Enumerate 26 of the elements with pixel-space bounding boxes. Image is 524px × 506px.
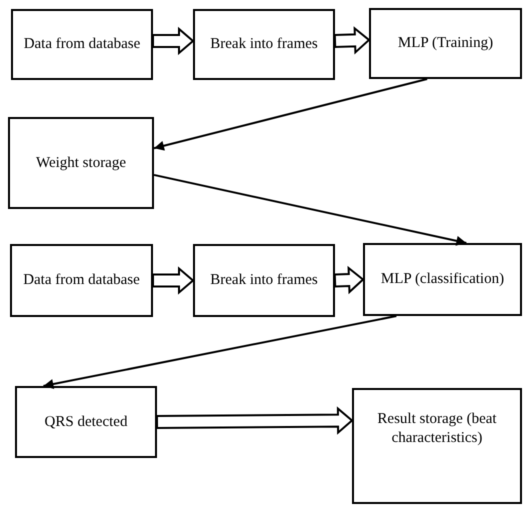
box-label: Break into frames [209, 271, 319, 290]
arrow [334, 266, 365, 294]
box-label: Data from database [22, 271, 141, 290]
arrow [152, 26, 195, 56]
arrow [154, 174, 467, 246]
arrow [152, 266, 195, 295]
process-box [10, 244, 153, 317]
process-box [352, 388, 522, 504]
process-box [15, 386, 157, 458]
box-label: QRS detected [44, 412, 128, 432]
process-box [369, 8, 522, 79]
process-box [11, 9, 153, 80]
arrow [334, 26, 371, 55]
process-box [8, 117, 154, 209]
box-label: Break into frames [209, 35, 319, 54]
box-label: Data from database [22, 35, 142, 54]
box-label: Result storage (beat characteristics) [376, 410, 498, 448]
arrow [156, 406, 354, 435]
arrow [154, 78, 428, 151]
box-label: MLP (Training) [396, 34, 494, 53]
process-box [193, 9, 335, 80]
process-box [193, 244, 335, 317]
process-box [363, 243, 522, 316]
box-label: Weight storage [34, 154, 127, 172]
arrow [43, 315, 397, 389]
box-label: MLP (classification) [380, 270, 506, 289]
